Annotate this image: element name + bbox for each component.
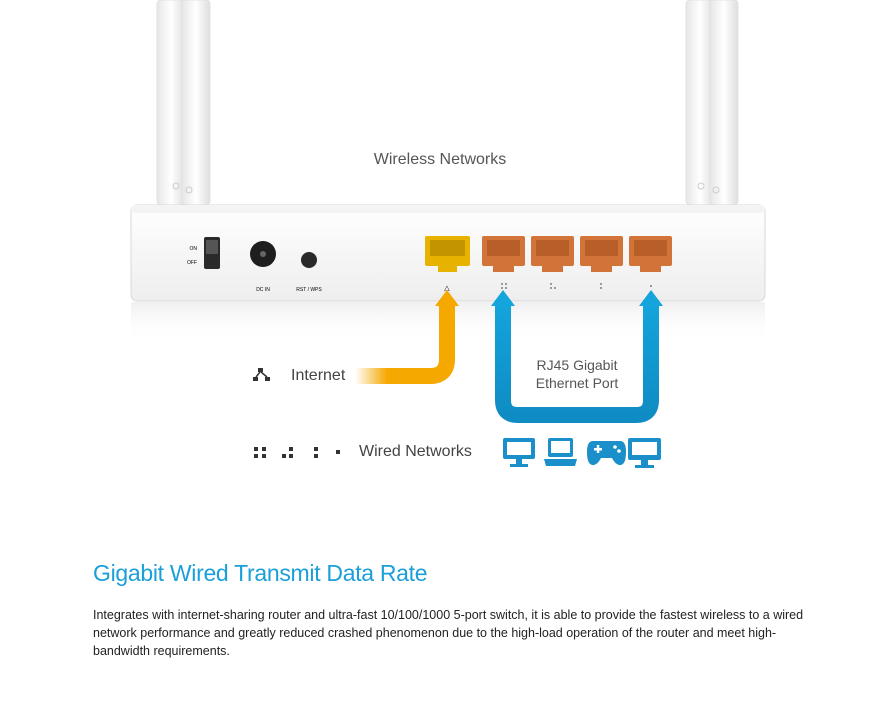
laptop-icon <box>544 438 577 466</box>
section-heading: Gigabit Wired Transmit Data Rate <box>93 560 428 586</box>
rj45-label-line2: Ethernet Port <box>535 375 619 391</box>
svg-text:△: △ <box>444 285 450 292</box>
lan-port-4 <box>629 236 672 272</box>
lan-arrow-right <box>639 290 663 306</box>
port-markers <box>501 283 652 289</box>
rst-wps-label: RST / WPS <box>296 287 322 293</box>
wan-arrow <box>435 290 459 306</box>
reset-button: RST / WPS <box>296 252 322 293</box>
rj45-port-label: RJ45 Gigabit Ethernet Port <box>512 356 642 392</box>
lan-port-2 <box>531 236 574 272</box>
section-body: Integrates with internet-sharing router … <box>93 608 804 658</box>
lan-arrow-left <box>491 290 515 306</box>
right-antennas <box>685 0 739 206</box>
lan-ports <box>482 236 672 289</box>
wan-port: △ <box>425 236 470 292</box>
switch-off-label: OFF <box>187 260 197 266</box>
left-antennas <box>156 0 211 206</box>
lan-port-1 <box>482 236 525 272</box>
rj45-label-line1: RJ45 Gigabit <box>536 357 618 373</box>
monitor-icon <box>628 438 661 468</box>
switch-on-label: ON <box>190 246 198 252</box>
wireless-networks-title: Wireless Networks <box>373 151 507 168</box>
gamepad-icon <box>587 441 626 466</box>
desktop-icon <box>503 438 535 467</box>
power-switch: ON OFF <box>187 237 220 269</box>
wired-networks-label: Wired Networks <box>359 443 472 460</box>
internet-icon <box>253 368 270 381</box>
wan-cable <box>355 300 455 384</box>
router-diagram: ON OFF DC IN RST / WPS △ <box>130 0 766 468</box>
wired-port-indicators <box>254 447 340 458</box>
dc-in-jack: DC IN <box>250 241 276 293</box>
lan-port-3 <box>580 236 623 272</box>
internet-label: Internet <box>291 367 346 384</box>
dc-in-label: DC IN <box>256 287 270 293</box>
lan-cable <box>495 300 659 423</box>
